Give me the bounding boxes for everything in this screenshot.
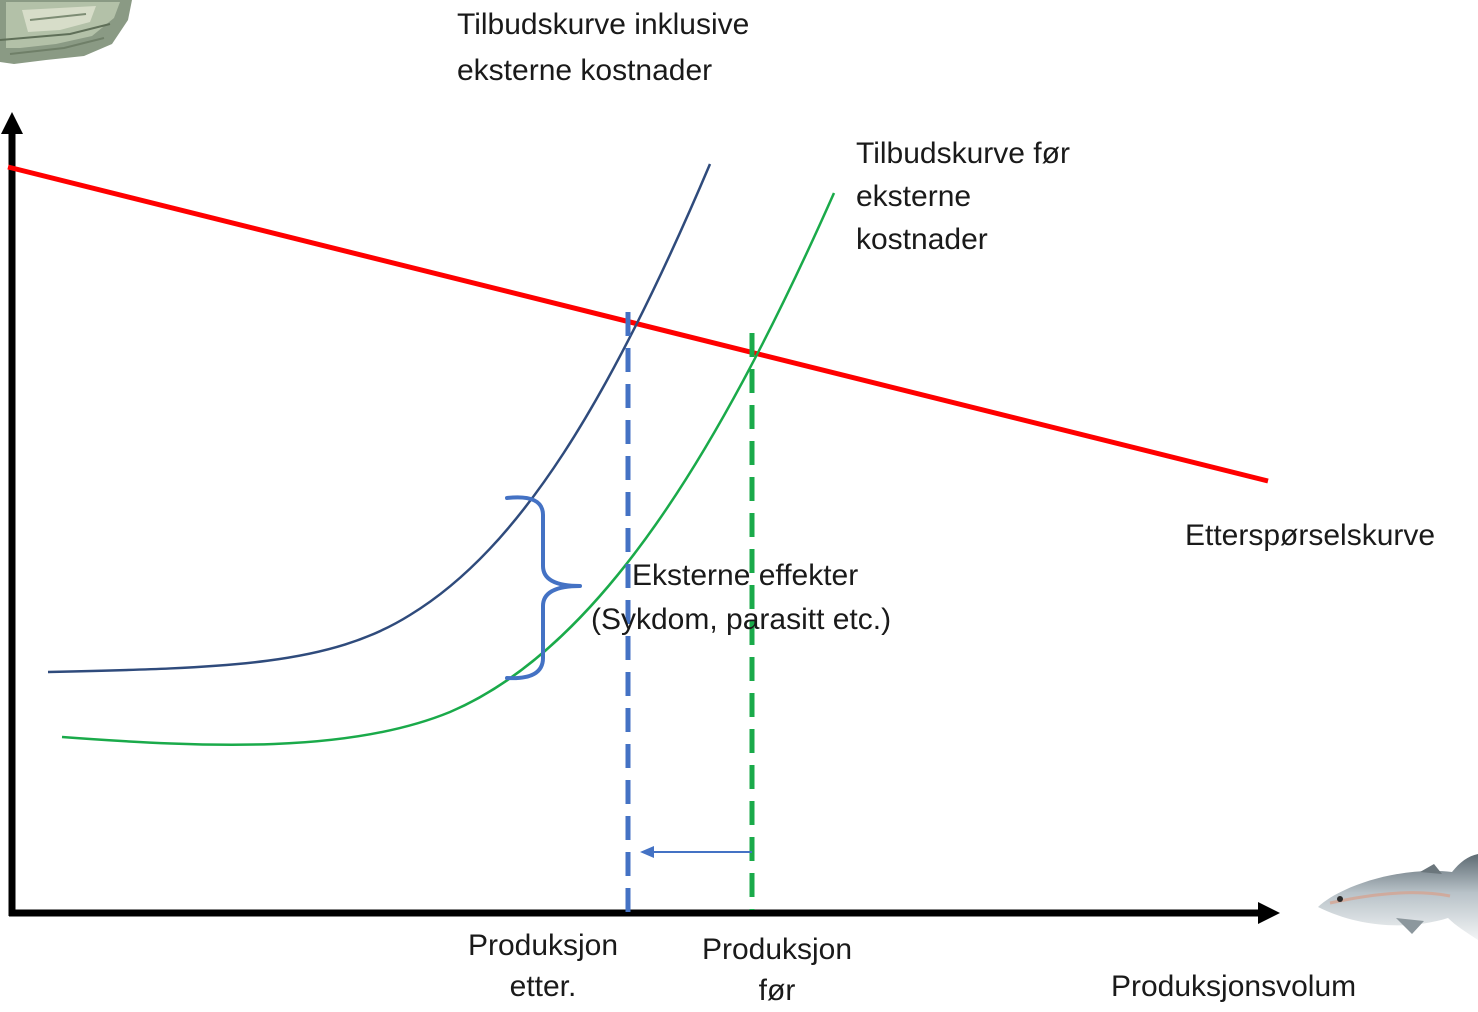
supply-before-label-line1: Tilbudskurve før (856, 137, 1070, 170)
money-stack-icon (0, 0, 132, 64)
external-effects-label-line1: Eksterne effekter (632, 559, 859, 592)
shift-arrowhead (640, 846, 654, 858)
external-effects-label-line2: (Sykdom, parasitt etc.) (591, 603, 892, 636)
supply-curve-before-external (61, 192, 836, 747)
x-axis-arrowhead (1258, 902, 1280, 924)
production-before-label-line1: Produksjon (701, 933, 853, 966)
supply-incl-label-line1: Tilbudskurve inklusive (457, 8, 750, 41)
y-axis-arrowhead (1, 112, 23, 134)
production-before-label-line2: før (758, 974, 796, 1007)
supply-before-label-line2: eksterne (856, 180, 972, 213)
demand-curve (7, 164, 1269, 484)
x-axis-label: Produksjonsvolum (1111, 970, 1357, 1003)
production-after-label-line2: etter. (509, 970, 577, 1003)
supply-curve-incl-external (47, 163, 712, 674)
production-after-label-line1: Produksjon (467, 929, 619, 962)
salmon-fish-icon (1318, 854, 1478, 940)
supply-incl-label-line2: eksterne kostnader (457, 54, 713, 87)
supply-before-label-line3: kostnader (856, 223, 988, 256)
external-effects-brace (505, 495, 582, 681)
demand-label: Etterspørselskurve (1185, 519, 1436, 552)
